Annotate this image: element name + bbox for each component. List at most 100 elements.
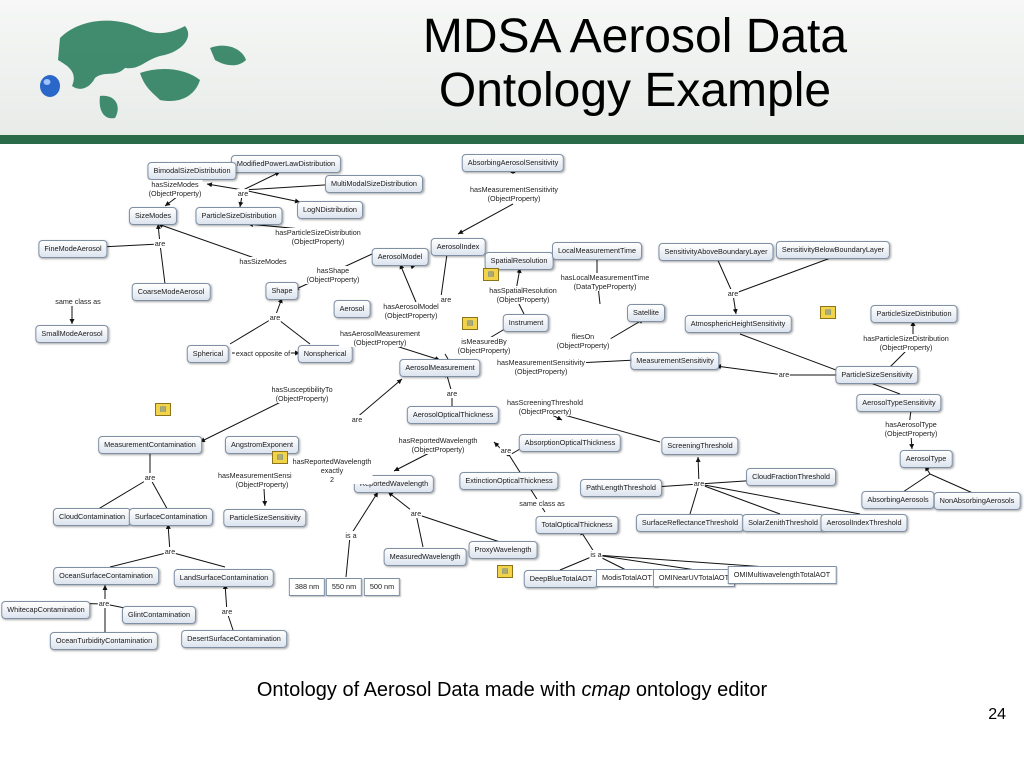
caption-emphasis: cmap xyxy=(581,679,631,701)
concept-node[interactable]: AbsorbingAerosols xyxy=(861,491,935,509)
slide-caption: Ontology of Aerosol Data made with cmap … xyxy=(0,679,1024,702)
concept-node[interactable]: OceanTurbidityContamination xyxy=(49,632,159,650)
linking-phrase: hasAerosolModel (ObjectProperty) xyxy=(382,302,440,320)
concept-node[interactable]: FineModeAerosol xyxy=(38,240,108,258)
linking-phrase: are xyxy=(268,313,282,322)
concept-node[interactable]: MeasurementContamination xyxy=(98,436,202,454)
linking-phrase: are xyxy=(445,389,459,398)
concept-node[interactable]: AerosolModel xyxy=(371,248,429,266)
concept-node[interactable]: Shape xyxy=(265,282,299,300)
slide-header xyxy=(0,0,1024,135)
concept-node[interactable]: DesertSurfaceContamination xyxy=(181,630,287,648)
linking-phrase: hasAerosolMeasurement (ObjectProperty) xyxy=(339,329,421,347)
linking-phrase: hasReportedWavelength (ObjectProperty) xyxy=(397,436,479,454)
concept-node[interactable]: AerosolOpticalThickness xyxy=(406,406,500,424)
concept-node[interactable]: ModifiedPowerLawDistribution xyxy=(230,155,342,173)
concept-node[interactable]: SolarZenithThreshold xyxy=(742,514,824,532)
resource-attachment-icon[interactable]: ▤ xyxy=(272,451,288,464)
linking-phrase: are xyxy=(143,473,157,482)
concept-node[interactable]: OceanSurfaceContamination xyxy=(53,567,159,585)
linking-phrase: is a xyxy=(589,550,603,559)
concept-node[interactable]: SurfaceReflectanceThreshold xyxy=(635,514,745,532)
concept-node[interactable]: AerosolIndex xyxy=(430,238,486,256)
concept-node[interactable]: SpatialResolution xyxy=(484,252,554,270)
concept-node[interactable]: CoarseModeAerosol xyxy=(131,283,211,301)
concept-node[interactable]: AerosolIndexThreshold xyxy=(820,514,908,532)
concept-node[interactable]: SensitivityAboveBoundaryLayer xyxy=(658,243,774,261)
resource-attachment-icon[interactable]: ▤ xyxy=(483,268,499,281)
resource-attachment-icon[interactable]: ▤ xyxy=(462,317,478,330)
concept-node[interactable]: CloudFractionThreshold xyxy=(746,468,836,486)
concept-node[interactable]: MultiModalSizeDistribution xyxy=(325,175,423,193)
concept-node[interactable]: ModisTotalAOT xyxy=(596,569,658,587)
concept-node[interactable]: SensitivityBelowBoundaryLayer xyxy=(775,241,891,259)
concept-node[interactable]: Spherical xyxy=(186,345,230,363)
linking-phrase: hasShape (ObjectProperty) xyxy=(305,266,361,284)
concept-node[interactable]: ParticleSizeDistribution xyxy=(870,305,958,323)
linking-phrase: are xyxy=(777,370,791,379)
concept-node[interactable]: AbsorbingAerosolSensitivity xyxy=(461,154,565,172)
concept-node[interactable]: 388 nm xyxy=(288,578,326,596)
resource-attachment-icon[interactable]: ▤ xyxy=(820,306,836,319)
linking-phrase: hasSizeModes (ObjectProperty) xyxy=(147,180,203,198)
linking-phrase: exact opposite of xyxy=(234,349,292,358)
concept-node[interactable]: ReportedWavelength xyxy=(353,475,435,493)
linking-phrase: are xyxy=(726,289,740,298)
linking-phrase: isMeasuredBy (ObjectProperty) xyxy=(456,337,512,355)
concept-node[interactable]: AerosolMeasurement xyxy=(399,359,481,377)
concept-node[interactable]: OMINearUVTotalAOT xyxy=(652,569,736,587)
concept-node[interactable]: CloudContamination xyxy=(52,508,132,526)
concept-node[interactable]: Aerosol xyxy=(333,300,371,318)
linking-phrase: are xyxy=(439,295,453,304)
concept-node[interactable]: WhitecapContamination xyxy=(1,601,91,619)
concept-node[interactable]: NonAbsorbingAerosols xyxy=(933,492,1021,510)
concept-node[interactable]: 500 nm xyxy=(363,578,401,596)
linking-phrase: hasReportedWavelength exactly 2 xyxy=(291,457,373,484)
linking-phrase: fliesOn (ObjectProperty) xyxy=(555,332,611,350)
concept-node[interactable]: PathLengthThreshold xyxy=(580,479,662,497)
caption-suffix: ontology editor xyxy=(630,679,768,701)
concept-node[interactable]: TotalOpticalThickness xyxy=(535,516,619,534)
concept-node[interactable]: Nonspherical xyxy=(297,345,353,363)
linking-phrase: are xyxy=(350,415,364,424)
concept-node[interactable]: MeasurementSensitivity xyxy=(630,352,720,370)
caption-prefix: Ontology of Aerosol Data made with xyxy=(256,679,582,701)
concept-node[interactable]: OMIMultiwavelengthTotalAOT xyxy=(727,566,837,584)
concept-node[interactable]: ExtinctionOpticalThickness xyxy=(459,472,559,490)
concept-node[interactable]: SmallModeAerosol xyxy=(35,325,109,343)
resource-attachment-icon[interactable]: ▤ xyxy=(497,565,513,578)
concept-node[interactable]: BimodalSizeDistribution xyxy=(147,162,237,180)
resource-attachment-icon[interactable]: ▤ xyxy=(155,403,171,416)
linking-phrase: hasAerosolType (ObjectProperty) xyxy=(883,420,939,438)
concept-node[interactable]: LogNDistribution xyxy=(297,201,363,219)
concept-node[interactable]: SizeModes xyxy=(128,207,178,225)
concept-node[interactable]: AerosolType xyxy=(899,450,953,468)
concept-node[interactable]: ScreeningThreshold xyxy=(661,437,739,455)
concept-node[interactable]: ParticleSizeSensitivity xyxy=(223,509,307,527)
linking-phrase: are xyxy=(97,599,111,608)
concept-node[interactable]: Instrument xyxy=(502,314,550,332)
concept-node[interactable]: GlintContamination xyxy=(121,606,197,624)
concept-node[interactable]: Satellite xyxy=(627,304,665,322)
concept-node[interactable]: ProxyWavelength xyxy=(468,541,538,559)
concept-node[interactable]: LandSurfaceContamination xyxy=(173,569,275,587)
linking-phrase: hasScreeningThreshold (ObjectProperty) xyxy=(506,398,584,416)
linking-phrase: same class as xyxy=(518,499,566,508)
concept-node[interactable]: ParticleSizeDistribution xyxy=(195,207,283,225)
concept-node[interactable]: DeepBlueTotalAOT xyxy=(523,570,599,588)
linking-phrase: hasParticleSizeDistribution (ObjectPrope… xyxy=(862,334,950,352)
concept-node[interactable]: LocalMeasurementTime xyxy=(552,242,642,260)
linking-phrase: hasSusceptibilityTo (ObjectProperty) xyxy=(270,385,334,403)
linking-phrase: are xyxy=(499,446,513,455)
concept-node[interactable]: AtmosphericHeightSensitivity xyxy=(684,315,792,333)
concept-node[interactable]: AbsorptionOpticalThickness xyxy=(518,434,622,452)
concept-node[interactable]: AerosolTypeSensitivity xyxy=(856,394,942,412)
concept-node[interactable]: MeasuredWavelength xyxy=(383,548,467,566)
linking-phrase: are xyxy=(692,479,706,488)
linking-phrase: are xyxy=(220,607,234,616)
concept-node[interactable]: 550 nm xyxy=(325,578,363,596)
concept-node[interactable]: AngstromExponent xyxy=(224,436,300,454)
concept-node[interactable]: ParticleSizeSensitivity xyxy=(835,366,919,384)
concept-node[interactable]: SurfaceContamination xyxy=(128,508,214,526)
linking-phrase: hasMeasurementSensitivity (ObjectPropert… xyxy=(496,358,586,376)
